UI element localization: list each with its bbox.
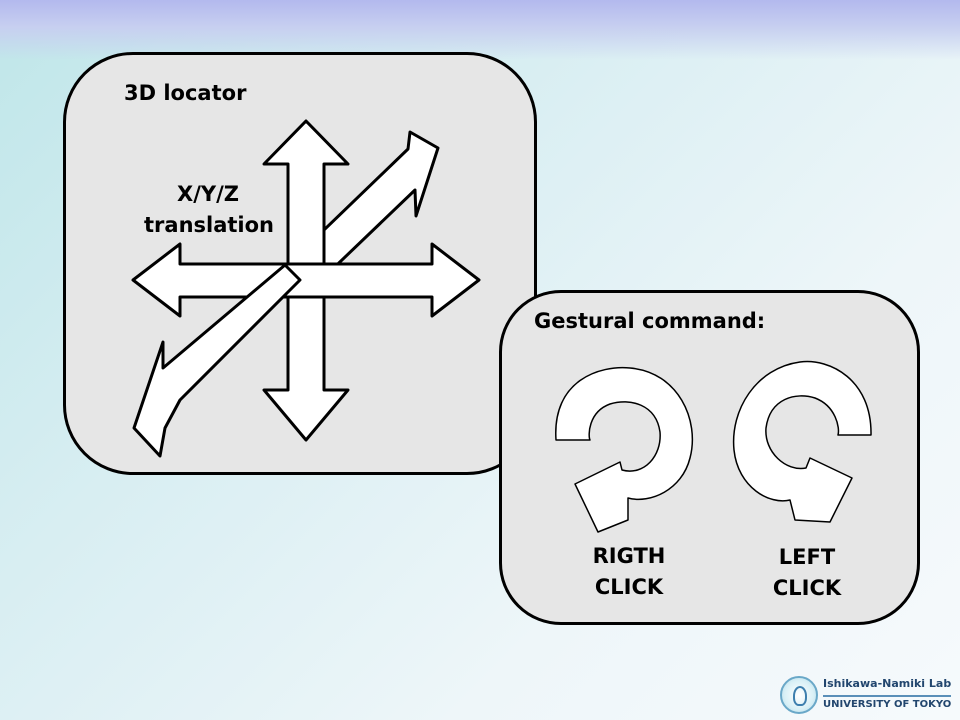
left-click-label: LEFT CLICK [772,545,842,600]
university-name: UNIVERSITY OF TOKYO [823,699,952,710]
diagonal-arrow-tail [132,263,302,458]
horizontal-arrow [131,242,481,318]
translation-label: X/Y/Z translation [144,182,274,237]
logo-divider [823,695,951,697]
lab-logo-icon [780,676,818,714]
left-click-arrow [732,360,872,523]
lab-logo-emblem-icon [793,686,807,706]
right-click-label: RIGTH CLICK [592,544,666,599]
right-click-arrow [555,366,694,533]
lab-name: Ishikawa-Namiki Lab [823,677,952,690]
gesture-panel [499,290,920,625]
slide-header-band [0,0,960,60]
locator-title: 3D locator [124,81,247,105]
lab-logo: Ishikawa-Namiki Lab UNIVERSITY OF TOKYO [780,672,956,718]
gesture-title: Gestural command: [534,309,766,333]
